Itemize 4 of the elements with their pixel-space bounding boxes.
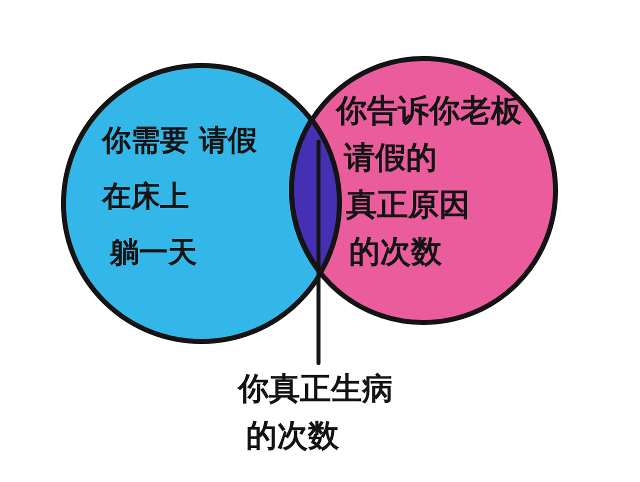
- circle-text: 你需要 请假在床上躺一天: [102, 122, 258, 271]
- circle-text: 你告诉你老板请假的真正原因的次数: [336, 92, 522, 272]
- leader-label: 你真正生病的次数: [238, 366, 393, 460]
- leader-line: [316, 140, 320, 365]
